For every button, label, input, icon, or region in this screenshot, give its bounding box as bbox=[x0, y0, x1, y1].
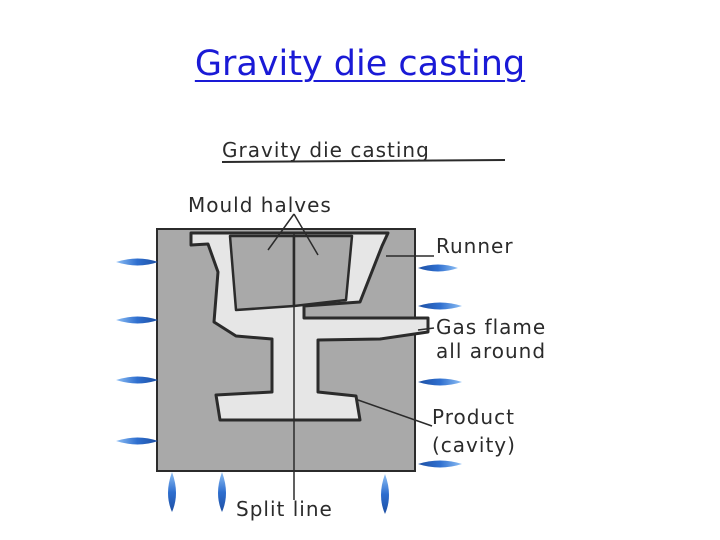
heading-underline bbox=[221, 159, 506, 163]
flame-icon-bottom-3 bbox=[381, 474, 389, 514]
flame-icon-left-3 bbox=[116, 376, 158, 384]
flame-icon-left-1 bbox=[116, 258, 158, 266]
flame-icon-bottom-1 bbox=[168, 472, 176, 512]
leader-mould-right bbox=[293, 213, 319, 256]
label-product-1: Product bbox=[432, 405, 515, 429]
label-split-line: Split line bbox=[236, 497, 333, 521]
label-gas-flame-1: Gas flame bbox=[436, 315, 546, 339]
leader-mould-left bbox=[267, 213, 295, 251]
label-gas-flame-2: all around bbox=[436, 339, 546, 363]
label-mould-halves: Mould halves bbox=[188, 193, 332, 217]
diagram-heading: Gravity die casting bbox=[222, 138, 430, 162]
flame-icon-bottom-2 bbox=[218, 472, 226, 512]
slide-title: Gravity die casting bbox=[0, 44, 720, 84]
flame-icon-left-4 bbox=[116, 437, 158, 445]
mould-half-right-core bbox=[292, 234, 354, 308]
flame-icon-right-4 bbox=[418, 460, 462, 468]
flame-icon-right-1 bbox=[418, 264, 458, 272]
leader-gas-flame bbox=[417, 327, 435, 331]
flame-icon-right-2 bbox=[418, 302, 462, 310]
mould-half-left-core bbox=[228, 234, 296, 312]
flame-icon-left-2 bbox=[116, 316, 158, 324]
slide-title-link[interactable]: Gravity die casting bbox=[194, 44, 526, 84]
label-runner: Runner bbox=[436, 234, 514, 258]
label-product-2: (cavity) bbox=[432, 433, 516, 457]
leader-product bbox=[357, 399, 433, 427]
flame-icon-right-3 bbox=[418, 378, 462, 386]
